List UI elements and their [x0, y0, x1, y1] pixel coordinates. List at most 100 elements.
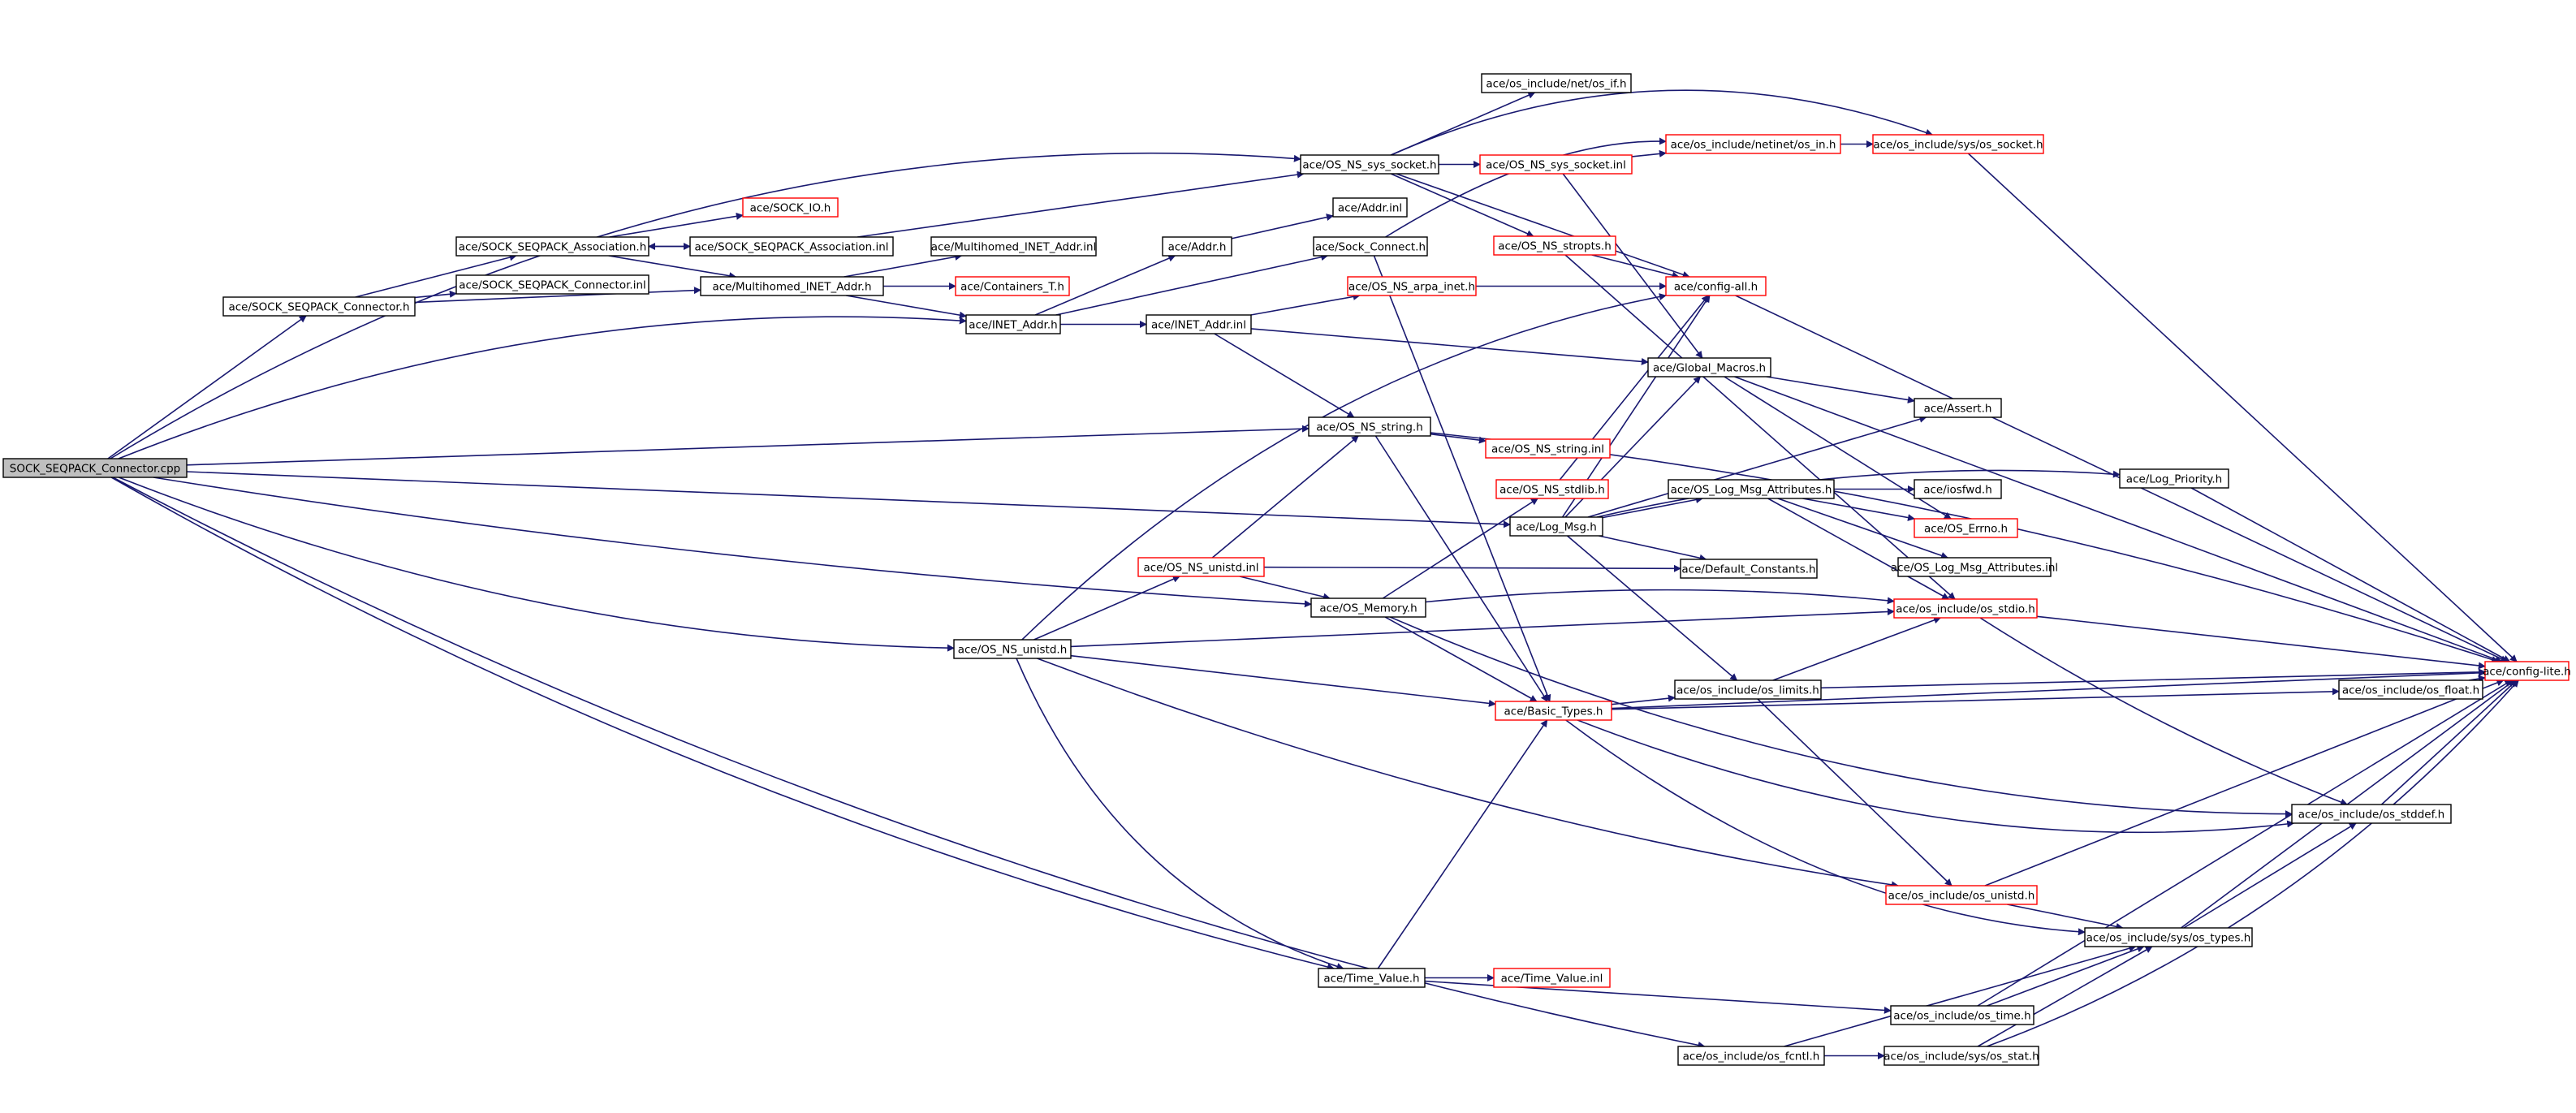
node-box: [1914, 479, 2002, 499]
node-os-time[interactable]: ace/os_include/os_time.h: [1890, 1005, 2034, 1025]
node-label: ace/OS_NS_arpa_inet.h: [1348, 281, 1475, 294]
node-box: [1668, 479, 1835, 499]
node-box: [1481, 73, 1632, 93]
edge-conn_h-to-mh_inet: [414, 287, 701, 304]
node-box: [1883, 1046, 2039, 1066]
edge-assoc_h-to-sockio: [609, 212, 744, 238]
node-time-value[interactable]: ace/Time_Value.h: [1318, 968, 1426, 988]
node-os-stdio[interactable]: ace/os_include/os_stdio.h: [1893, 598, 2038, 619]
node-sockio[interactable]: ace/SOCK_IO.h: [742, 197, 839, 218]
edge-sys_stat-to-sys_types: [1977, 946, 2153, 1047]
node-ns-string-inl[interactable]: ace/OS_NS_string.inl: [1485, 438, 1611, 459]
node-iosfwd[interactable]: ace/iosfwd.h: [1914, 479, 2002, 499]
node-sys-os-socket[interactable]: ace/os_include/sys/os_socket.h: [1872, 134, 2044, 154]
node-label: ace/Sock_Connect.h: [1315, 241, 1426, 254]
edge-log_msg_attr-to-os_errno: [1802, 498, 1915, 521]
node-box: [1146, 314, 1252, 334]
node-mh-inl[interactable]: ace/Multihomed_INET_Addr.inl: [930, 236, 1097, 257]
node-inet-inl[interactable]: ace/INET_Addr.inl: [1146, 314, 1252, 334]
edge-os_time-to-sys_types: [1987, 945, 2145, 1007]
edge-root-to-time_value: [110, 477, 1335, 971]
node-assoc-h[interactable]: ace/SOCK_SEQPACK_Association.h: [455, 236, 649, 257]
node-cont-t[interactable]: ace/Containers_T.h: [955, 276, 1070, 296]
node-label: ace/config-lite.h: [2483, 666, 2571, 679]
node-os-memory[interactable]: ace/OS_Memory.h: [1310, 597, 1426, 618]
node-default-const[interactable]: ace/Default_Constants.h: [1680, 559, 1818, 579]
node-addr-h[interactable]: ace/Addr.h: [1162, 236, 1232, 257]
node-box: [1509, 516, 1603, 537]
node-os-unistd[interactable]: ace/os_include/os_unistd.h: [1885, 885, 2038, 905]
node-layer: SOCK_SEQPACK_Connector.cpp ace/SOCK_SEQPA…: [2, 73, 2571, 1066]
node-os-stddef[interactable]: ace/os_include/os_stddef.h: [2291, 804, 2452, 824]
node-sys-types[interactable]: ace/os_include/sys/os_types.h: [2084, 927, 2253, 947]
node-sys-sock-inl[interactable]: ace/OS_NS_sys_socket.inl: [1479, 154, 1633, 175]
node-conn-h[interactable]: ace/SOCK_SEQPACK_Connector.h: [222, 296, 416, 317]
edge-ns_unistd-to-time_value: [1016, 658, 1344, 970]
node-conn-inl[interactable]: ace/SOCK_SEQPACK_Connector.inl: [455, 274, 649, 295]
node-addr-inl[interactable]: ace/Addr.inl: [1332, 197, 1408, 218]
edge-layer: [107, 89, 2519, 1059]
edge-ns_unistd-to-basic_types: [1070, 654, 1496, 707]
edge-basic_types-to-os_stddef: [1577, 719, 2295, 834]
node-box: [1914, 398, 2002, 418]
node-log-priority[interactable]: ace/Log_Priority.h: [2119, 468, 2229, 489]
edge-os_stdio-to-config_lite: [2036, 615, 2486, 670]
node-log-msg-attr-inl[interactable]: ace/OS_Log_Msg_Attributes.inl: [1891, 557, 2058, 577]
node-config-lite[interactable]: ace/config-lite.h: [2483, 661, 2571, 681]
node-sock-conn[interactable]: ace/Sock_Connect.h: [1313, 236, 1428, 257]
node-box: [1318, 968, 1426, 988]
node-box: [455, 236, 649, 257]
node-arpa-inet[interactable]: ace/OS_NS_arpa_inet.h: [1347, 276, 1477, 296]
node-box: [1495, 701, 1612, 721]
edge-root-to-sys_socket: [110, 152, 1301, 459]
edge-ns_unistd_inl-to-default_const: [1263, 564, 1681, 572]
edge-mh_inet-to-inet_h: [846, 295, 967, 319]
node-label: ace/OS_Errno.h: [1924, 523, 2008, 536]
edge-ns_unistd-to-os_stdio: [1070, 608, 1895, 648]
edge-root-to-os_fcntl: [112, 477, 1706, 1049]
node-net-if[interactable]: ace/os_include/net/os_if.h: [1481, 73, 1632, 93]
edge-log_msg-to-global_macros: [1564, 376, 1702, 518]
edge-global_macros-to-config_lite: [1734, 376, 2503, 663]
node-os-limits[interactable]: ace/os_include/os_limits.h: [1674, 679, 1822, 700]
edge-log_msg-to-os_limits: [1566, 535, 1738, 681]
node-label: ace/Log_Msg.h: [1516, 521, 1597, 534]
node-inet-h[interactable]: ace/INET_Addr.h: [965, 314, 1061, 334]
node-global-macros[interactable]: ace/Global_Macros.h: [1647, 357, 1771, 377]
node-stropts[interactable]: ace/OS_NS_stropts.h: [1493, 235, 1616, 256]
node-os-float[interactable]: ace/os_include/os_float.h: [2338, 679, 2483, 700]
node-box: [1485, 438, 1611, 459]
edge-ns_unistd-to-os_unistd: [1037, 658, 1899, 889]
node-time-value-inl[interactable]: ace/Time_Value.inl: [1493, 968, 1611, 988]
node-log-msg-attr[interactable]: ace/OS_Log_Msg_Attributes.h: [1668, 479, 1835, 499]
node-ns-unistd-inl[interactable]: ace/OS_NS_unistd.inl: [1137, 557, 1265, 577]
node-ns-unistd[interactable]: ace/OS_NS_unistd.h: [953, 639, 1072, 659]
node-assert[interactable]: ace/Assert.h: [1914, 398, 2002, 418]
node-root[interactable]: SOCK_SEQPACK_Connector.cpp: [2, 458, 188, 478]
edge-sys_os_socket-to-config_lite: [1967, 153, 2518, 662]
node-netinet-in[interactable]: ace/os_include/netinet/os_in.h: [1665, 134, 1841, 154]
edge-global_macros-to-os_errno: [1724, 376, 1952, 520]
edge-inet_inl-to-arpa_inet: [1250, 292, 1361, 316]
edge-sys_socket-to-config_all: [1396, 173, 1690, 278]
edge-os_unistd-to-config_lite: [1984, 679, 2505, 887]
node-config-all[interactable]: ace/config-all.h: [1665, 276, 1767, 296]
node-log-msg[interactable]: ace/Log_Msg.h: [1509, 516, 1603, 537]
node-assoc-inl[interactable]: ace/SOCK_SEQPACK_Association.inl: [689, 236, 894, 257]
node-os-errno[interactable]: ace/OS_Errno.h: [1914, 518, 2018, 538]
node-sys-socket[interactable]: ace/OS_NS_sys_socket.h: [1300, 154, 1439, 175]
node-sys-stat[interactable]: ace/os_include/sys/os_stat.h: [1883, 1046, 2039, 1066]
edge-os_memory-to-ns_stdlib: [1382, 498, 1538, 599]
node-label: ace/SOCK_SEQPACK_Association.h: [459, 241, 647, 254]
node-label: ace/Time_Value.h: [1323, 973, 1419, 986]
node-ns-stdlib[interactable]: ace/OS_NS_stdlib.h: [1495, 479, 1609, 499]
node-label: ace/OS_NS_unistd.inl: [1143, 562, 1258, 575]
node-ns-string[interactable]: ace/OS_NS_string.h: [1308, 416, 1431, 437]
node-mh-inet[interactable]: ace/Multihomed_INET_Addr.h: [700, 276, 884, 296]
node-box: [1647, 357, 1771, 377]
node-os-fcntl[interactable]: ace/os_include/os_fcntl.h: [1677, 1046, 1825, 1066]
node-basic-types[interactable]: ace/Basic_Types.h: [1495, 701, 1612, 721]
edge-ns_string-to-basic_types: [1374, 435, 1548, 702]
edge-log_msg_attr-to-log_msg_attr_inl: [1777, 498, 1948, 559]
node-label: ace/Global_Macros.h: [1653, 362, 1766, 375]
